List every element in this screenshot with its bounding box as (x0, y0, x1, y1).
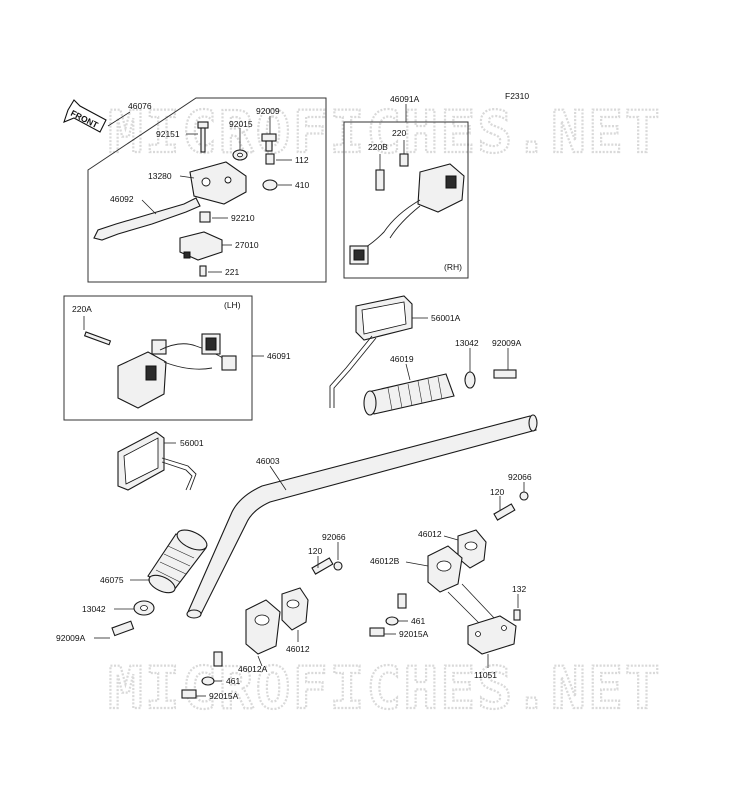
mirror-rh-group: 56001A (329, 295, 461, 408)
washer-461-left-icon (201, 676, 215, 686)
washer-410-icon (262, 179, 278, 191)
grip-rh-group: 46019 13042 92009A (363, 338, 522, 416)
label-410: 410 (295, 180, 309, 190)
part-112-icon (265, 153, 275, 165)
holder-46012A-icon (245, 599, 281, 655)
label-120-right: 120 (490, 487, 504, 497)
clamp-left-group: 92066 120 46012 46012A 461 92015A (181, 532, 346, 701)
nut-92015A-right-icon (369, 627, 385, 637)
label-56001: 56001 (180, 438, 204, 448)
handlebar-group: 46003 (186, 414, 538, 619)
label-46012B: 46012B (370, 556, 400, 566)
clamp-right-group: 92066 120 46012 46012B 461 92015A 11051 … (369, 472, 532, 680)
lever-assembly-group: 46076 92151 92015 92009 112 410 13280 (87, 97, 327, 283)
label-220B: 220B (368, 142, 388, 152)
bolt-92151-icon (197, 121, 209, 129)
label-13042-bottom: 13042 (82, 604, 106, 614)
label-92066-left: 92066 (322, 532, 346, 542)
screw-132-icon (513, 609, 521, 621)
label-46019: 46019 (390, 354, 414, 364)
label-92015A-left: 92015A (209, 691, 239, 701)
label-132: 132 (512, 584, 526, 594)
wire-harness-rh-icon (359, 199, 421, 251)
nut-92015A-left-icon (181, 689, 197, 699)
label-46075: 46075 (100, 575, 124, 585)
watermark-top: MICROFICHES.NET (108, 98, 662, 166)
label-27010: 27010 (235, 240, 259, 250)
label-220: 220 (392, 128, 406, 138)
screw-92009-icon (261, 133, 277, 142)
screw-220A-icon (83, 331, 112, 346)
handlebar-46003-icon (187, 415, 537, 617)
lever-assembly-box (87, 97, 327, 283)
switch-housing-rh-icon (417, 163, 465, 213)
label-92015: 92015 (229, 119, 253, 129)
washer-92066-left-icon (333, 561, 343, 571)
screw-92009A-top-icon (493, 369, 517, 379)
label-46012-left: 46012 (286, 644, 310, 654)
washer-92066-right-icon (519, 491, 529, 501)
lh-switch-box (63, 295, 253, 421)
grip-lh-group: 46075 13042 92009A (56, 529, 208, 643)
label-120-left: 120 (308, 546, 322, 556)
clamp-46012-left-icon (281, 587, 309, 631)
bolt-120-right-icon (493, 503, 516, 521)
label-46012-right: 46012 (418, 529, 442, 539)
label-92009A-top: 92009A (492, 338, 522, 348)
label-11051: 11051 (474, 670, 497, 680)
lh-switch-group: 220A (LH) 46091 (63, 295, 291, 421)
lever-holder-13280-icon (189, 161, 247, 205)
label-lh: (LH) (224, 300, 241, 310)
label-112: 112 (295, 155, 309, 165)
label-13042-top: 13042 (455, 338, 479, 348)
wire-harness-lh-icon (159, 343, 227, 361)
watermark-bottom: MICROFICHES.NET (108, 654, 662, 722)
label-92066-right: 92066 (508, 472, 532, 482)
screw-92009A-bottom-icon (111, 620, 135, 637)
screw-220-icon (399, 153, 409, 167)
mirror-lh-group: 56001 (117, 431, 204, 491)
bracket-11051-icon (467, 615, 517, 655)
label-rh: (RH) (444, 262, 462, 272)
label-92015A-right: 92015A (399, 629, 429, 639)
label-461-left: 461 (226, 676, 240, 686)
diagram-code: F2310 (505, 91, 529, 101)
part-92210-icon (199, 211, 211, 223)
label-46003: 46003 (256, 456, 280, 466)
rh-switch-group: 46091A 220 220B (RH) (343, 94, 469, 279)
label-56001A: 56001A (431, 313, 461, 323)
label-92210: 92210 (231, 213, 255, 223)
label-92009A-bottom: 92009A (56, 633, 86, 643)
label-46091A: 46091A (390, 94, 420, 104)
label-13280: 13280 (148, 171, 172, 181)
label-46076: 46076 (128, 101, 152, 111)
label-92151: 92151 (156, 129, 180, 139)
bolt-120-left-icon (311, 557, 334, 575)
label-46092: 46092 (110, 194, 134, 204)
label-46012A: 46012A (238, 664, 268, 674)
label-46091: 46091 (267, 351, 291, 361)
label-221: 221 (225, 267, 239, 277)
label-220A: 220A (72, 304, 92, 314)
washer-461-right-icon (385, 616, 399, 626)
switch-housing-lh-icon (117, 351, 167, 409)
weight-13042-icon (464, 371, 476, 389)
lever-46092-icon (93, 197, 201, 241)
screw-220B-icon (375, 169, 385, 191)
label-92009: 92009 (256, 106, 280, 116)
connector-lh-b-icon (221, 355, 237, 371)
screw-221-icon (199, 265, 207, 277)
front-arrow: FRONT (63, 99, 107, 133)
label-461-right: 461 (411, 616, 425, 626)
